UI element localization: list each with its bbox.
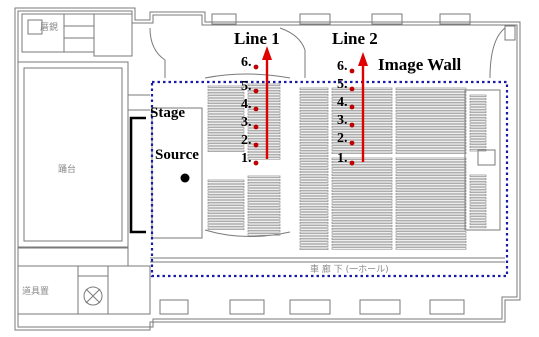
line2-point-label: 6.: [337, 59, 348, 74]
measurement-point: [253, 124, 259, 130]
line1-point-label: 3.: [241, 115, 252, 130]
building-walls: [14, 7, 521, 331]
measurement-points: [253, 64, 355, 166]
line2-point-label: 5.: [337, 77, 348, 92]
room-label-bottom-left: 道具置: [22, 287, 50, 297]
source-label: Source: [155, 147, 199, 163]
measurement-point: [253, 88, 259, 94]
seating-area: [207, 83, 487, 250]
line2-point-label: 1.: [337, 151, 348, 166]
line1-point-label: 1.: [241, 151, 252, 166]
measurement-point: [349, 86, 355, 92]
line2-point-label: 2.: [337, 131, 348, 146]
stage-bracket: [129, 116, 146, 234]
line1-point-label: 4.: [241, 97, 252, 112]
stage-label: Stage: [150, 105, 185, 121]
measurement-point: [253, 142, 259, 148]
measurement-point: [349, 104, 355, 110]
line1-point-label: 5.: [241, 79, 252, 94]
source-dot: [180, 173, 190, 183]
measurement-point: [253, 64, 259, 70]
line1-point-label: 2.: [241, 133, 252, 148]
line1-label: Line 1: [234, 29, 280, 48]
line1-point-label: 6.: [241, 55, 252, 70]
measurement-point: [349, 68, 355, 74]
measurement-point: [349, 122, 355, 128]
line2-point-label: 3.: [337, 113, 348, 128]
image-wall-label: Image Wall: [378, 55, 462, 74]
line2-arrow: [358, 52, 368, 162]
measurement-point: [253, 160, 259, 166]
line2-label: Line 2: [332, 29, 378, 48]
measurement-point: [349, 160, 355, 166]
measurement-point: [253, 106, 259, 112]
line1-arrow: [262, 46, 272, 159]
measurement-point: [349, 140, 355, 146]
line2-point-label: 4.: [337, 95, 348, 110]
room-label-left-hall: 踊台: [58, 165, 77, 175]
room-label-bottom-center: 車 廊 下 (一ホール): [310, 265, 389, 275]
image-wall-outline: [150, 80, 509, 278]
room-label-top-left: 厝鋧: [40, 23, 59, 33]
